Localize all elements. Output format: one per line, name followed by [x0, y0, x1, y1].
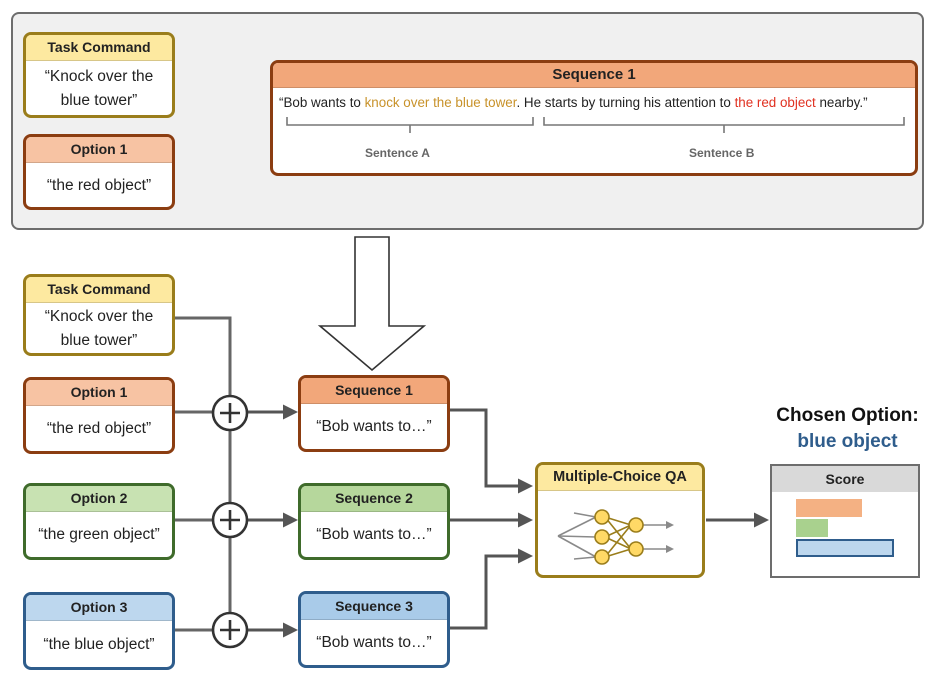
option1-text: “the red object” [46, 176, 152, 194]
option3-box: Option 3 “the blue object” [23, 592, 175, 670]
task-command-title: Task Command [26, 35, 172, 61]
sentence-a-brace [286, 117, 534, 133]
sequence1-detail-title: Sequence 1 [273, 63, 915, 88]
option1-box: Option 1 “the red object” [23, 377, 175, 454]
score-bar-2 [796, 519, 828, 537]
plus-icon [211, 611, 249, 649]
option3-title: Option 3 [26, 595, 172, 621]
task-command-text: “Knock over the blue tower” [44, 308, 154, 349]
plus-icon [211, 501, 249, 539]
sequence1-text: “Bob wants to…” [316, 418, 432, 435]
chosen-option-value: blue object [797, 431, 898, 452]
mcqa-title: Multiple-Choice QA [538, 465, 702, 491]
sequence1-sentence: “Bob wants to knock over the blue tower.… [279, 95, 868, 110]
sequence3-text: “Bob wants to…” [316, 634, 432, 651]
option1-text: “the red object” [46, 420, 152, 437]
sequence1-box: Sequence 1 “Bob wants to…” [298, 375, 450, 452]
option1-title: Option 1 [26, 137, 172, 163]
chosen-option-title: Chosen Option: [776, 405, 919, 426]
option2-box: Option 2 “the green object” [23, 483, 175, 560]
task-highlight: knock over the blue tower [364, 95, 517, 110]
seq3-to-mcqa [450, 548, 533, 630]
sentence-b-brace [543, 117, 905, 133]
plus-icon [211, 394, 249, 432]
score-bar-1 [796, 499, 862, 517]
task-command-box: Task Command “Knock over the blue tower” [23, 274, 175, 356]
sequence3-title: Sequence 3 [301, 594, 447, 620]
multiple-choice-qa-box: Multiple-Choice QA [535, 462, 705, 578]
option1-title: Option 1 [26, 380, 172, 406]
sentence-text: nearby.” [815, 95, 868, 110]
option3-text: “the blue object” [43, 635, 155, 653]
score-panel: Score [770, 464, 920, 578]
sentence-text: “Bob wants to [279, 95, 365, 110]
big-down-arrow [317, 236, 427, 372]
sequence2-box: Sequence 2 “Bob wants to…” [298, 483, 450, 560]
sentence-braces [286, 117, 905, 133]
sentence-text: . He starts by turning his attention to [516, 95, 735, 110]
option1-box: Option 1 “the red object” [23, 134, 175, 210]
score-bar-3 [796, 539, 894, 557]
sequence1-title: Sequence 1 [301, 378, 447, 404]
sentence-a-label: Sentence A [365, 146, 430, 160]
score-bars [772, 492, 918, 576]
score-title: Score [772, 466, 918, 492]
seq1-to-mcqa [450, 408, 533, 494]
option2-title: Option 2 [26, 486, 172, 512]
task-command-title: Task Command [26, 277, 172, 303]
sentence-b-label: Sentence B [689, 146, 755, 160]
sequence2-text: “Bob wants to…” [316, 526, 432, 543]
option2-text: “the green object” [38, 526, 160, 543]
option-highlight: the red object [734, 95, 816, 110]
sequence2-title: Sequence 2 [301, 486, 447, 512]
bottom-task-wire [175, 316, 232, 396]
sequence1-detail-box: Sequence 1 “Bob wants to knock over the … [270, 60, 918, 176]
task-command-text: “Knock over the blue tower” [44, 67, 154, 109]
task-command-box: Task Command “Knock over the blue tower” [23, 32, 175, 118]
sequence3-box: Sequence 3 “Bob wants to…” [298, 591, 450, 668]
neural-network-icon [557, 509, 674, 565]
